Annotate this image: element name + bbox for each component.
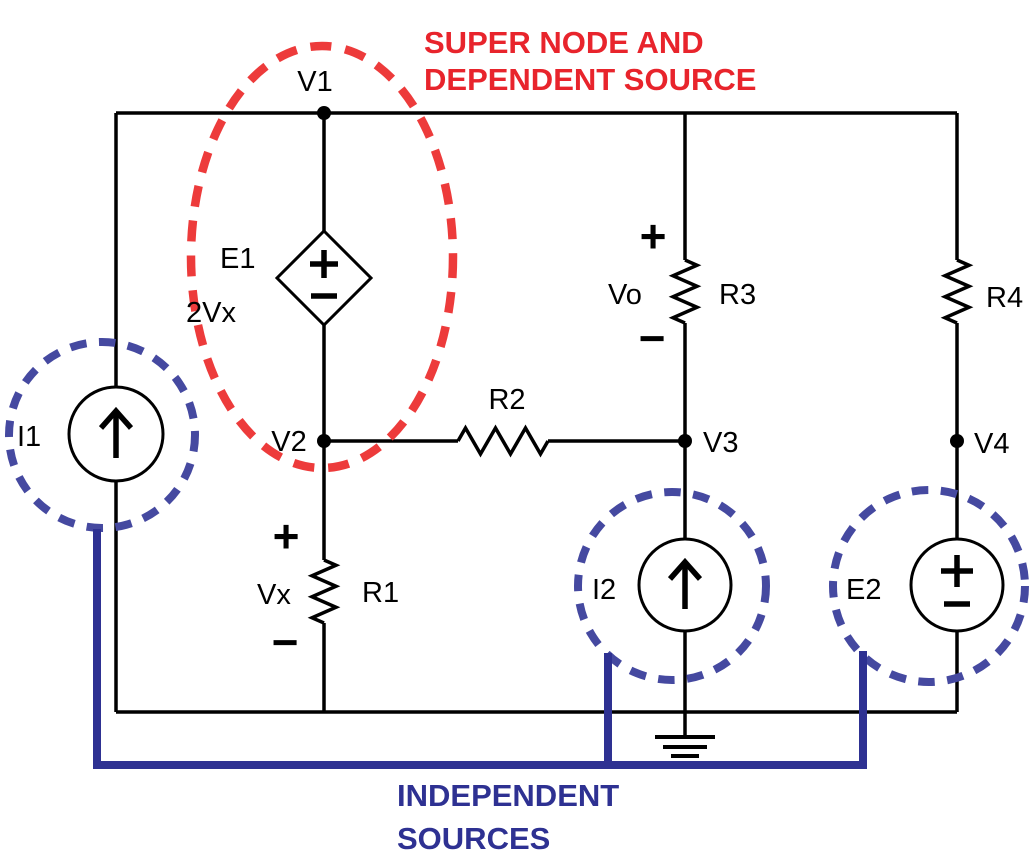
e2-plus-sign <box>941 555 973 587</box>
i1-arrow-head <box>98 406 134 430</box>
independent-annotation-line1: INDEPENDENT <box>397 778 619 813</box>
annotation-texts: SUPER NODE AND DEPENDENT SOURCE INDEPEND… <box>397 25 756 856</box>
source-value-e1: 2Vx <box>186 297 236 329</box>
node-label-v2: V2 <box>271 426 306 458</box>
e2-dashed-circle <box>829 486 1029 686</box>
ground-symbol <box>655 735 715 758</box>
independent-annotation-line2: SOURCES <box>397 821 550 856</box>
resistor-label-r2: R2 <box>488 384 525 416</box>
i2-arrow-head <box>667 557 703 581</box>
voltage-label-vo: Vo <box>608 279 642 311</box>
resistor-r4-zigzag <box>940 258 974 325</box>
resistor-label-r3: R3 <box>719 279 756 311</box>
source-symbols <box>67 228 1005 633</box>
labels: V1 V2 V3 V4 E1 2Vx I1 I2 E2 R1 R2 R3 R4 … <box>17 66 1023 668</box>
node-dot-v1 <box>317 106 331 120</box>
node-dot-v3 <box>678 434 692 448</box>
source-label-i2: I2 <box>592 574 616 606</box>
source-label-i1: I1 <box>17 421 41 453</box>
node-dot-v2 <box>317 434 331 448</box>
i1-dashed-circle <box>5 338 199 532</box>
supernode-dashed-ellipse <box>186 41 458 473</box>
e1-plus-sign <box>310 250 338 278</box>
source-label-e2: E2 <box>846 574 881 606</box>
i2-dashed-circle <box>574 488 770 684</box>
node-label-v4: V4 <box>974 428 1009 460</box>
node-dots <box>317 106 964 448</box>
node-label-v1: V1 <box>297 66 332 98</box>
resistor-r2-zigzag <box>456 424 550 458</box>
supernode-annotation-line2: DEPENDENT SOURCE <box>424 62 756 97</box>
resistor-r1-zigzag <box>307 558 341 625</box>
voltage-label-vx: Vx <box>257 579 291 611</box>
connector-main-path <box>93 529 867 769</box>
resistor-label-r4: R4 <box>986 282 1023 314</box>
i2-current-source-circle <box>637 537 733 633</box>
node-label-v3: V3 <box>703 427 738 459</box>
vo-minus-sign: − <box>639 312 666 364</box>
supernode-annotation-line1: SUPER NODE AND <box>424 25 704 60</box>
vo-plus-sign: + <box>640 210 667 262</box>
node-dot-v4 <box>950 434 964 448</box>
resistor-symbols <box>307 258 974 625</box>
e1-dependent-source-diamond <box>274 228 374 328</box>
wires <box>114 111 959 737</box>
resistor-r3-zigzag <box>668 258 702 325</box>
independent-source-dashed-circles <box>5 338 1029 686</box>
i1-current-source-circle <box>67 385 165 483</box>
resistor-label-r1: R1 <box>362 577 399 609</box>
independent-sources-connector <box>93 529 867 769</box>
source-label-e1: E1 <box>220 243 255 275</box>
vx-plus-sign: + <box>273 510 300 562</box>
e2-voltage-source-circle <box>909 537 1005 633</box>
vx-minus-sign: − <box>272 616 299 668</box>
